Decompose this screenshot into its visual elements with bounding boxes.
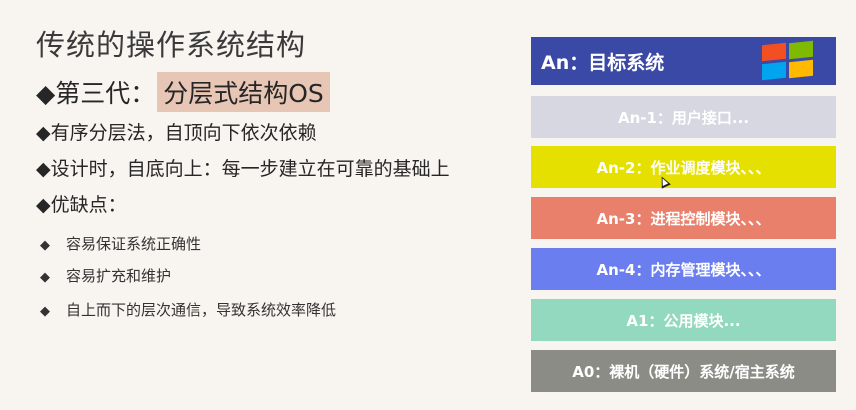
bullet-diamond-icon: ◆ bbox=[40, 238, 50, 253]
generation-prefix: ◆第三代： bbox=[36, 79, 156, 108]
layer-job-scheduling: An-2：作业调度模块、、、 bbox=[531, 146, 836, 188]
layer-label: An：目标系统 bbox=[541, 51, 665, 74]
sub-point-correctness: ◆ 容易保证系统正确性 bbox=[40, 233, 201, 254]
point-bottom-up-design: ◆设计时，自底向上：每一步建立在可靠的基础上 bbox=[36, 158, 450, 180]
sub-point-text: 自上而下的层次通信，导致系统效率降低 bbox=[66, 301, 337, 319]
layer-user-interface: An-1：用户接口... bbox=[531, 96, 836, 138]
generation-highlight: 分层式结构OS bbox=[157, 72, 330, 112]
sub-point-extensibility: ◆ 容易扩充和维护 bbox=[40, 265, 171, 286]
layer-target-system: An：目标系统 bbox=[531, 37, 836, 85]
bullet-diamond-icon: ◆ bbox=[40, 304, 50, 319]
point-ordered-layering: ◆有序分层法，自顶向下依次依赖 bbox=[36, 122, 317, 144]
layer-common-modules: A1：公用模块... bbox=[531, 299, 836, 341]
generation-heading: ◆第三代： 分层式结构OS bbox=[36, 72, 330, 112]
layer-memory-management: An-4：内存管理模块、、、 bbox=[531, 248, 836, 290]
layer-process-control: An-3：进程控制模块、、、 bbox=[531, 197, 836, 239]
bullet-diamond-icon: ◆ bbox=[40, 270, 50, 285]
sub-point-efficiency: ◆ 自上而下的层次通信，导致系统效率降低 bbox=[40, 299, 336, 320]
sub-point-text: 容易扩充和维护 bbox=[66, 267, 172, 285]
layer-bare-machine: A0：裸机（硬件）系统/宿主系统 bbox=[531, 350, 836, 392]
windows-logo-icon bbox=[762, 40, 814, 81]
slide-title: 传统的操作系统结构 bbox=[36, 28, 307, 62]
point-pros-cons: ◆优缺点： bbox=[36, 194, 127, 216]
sub-point-text: 容易保证系统正确性 bbox=[66, 235, 202, 253]
